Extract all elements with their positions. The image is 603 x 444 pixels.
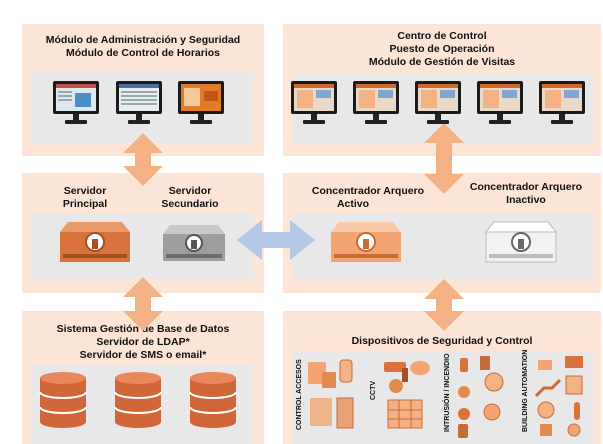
database-title-line2: Servidor de LDAP* <box>96 336 190 348</box>
alarm-panel-icon <box>480 356 490 370</box>
light-bulb-icon <box>537 401 555 419</box>
control-title-line3: Módulo de Gestión de Visitas <box>368 56 516 68</box>
intrusion-fire-group <box>458 356 504 438</box>
inactive-concentrator-label-1: Concentrador Arquero <box>469 181 583 193</box>
database-title-line3: Servidor de SMS o email* <box>79 349 207 361</box>
elevator-icon <box>565 356 583 368</box>
monitor-icon <box>539 81 585 124</box>
database-icon <box>189 372 237 428</box>
inactive-concentrator-label-2: Inactivo <box>506 194 546 206</box>
siren-icon <box>458 386 470 398</box>
thermometer-icon <box>574 402 580 420</box>
controller-icon <box>567 423 581 437</box>
card-reader-icon <box>308 362 326 384</box>
arrow-admin-servers-shape <box>123 133 163 186</box>
devices-title: Dispositivos de Seguridad y Control <box>351 335 533 347</box>
turnstile-icon <box>310 398 332 426</box>
escalator-icon <box>534 378 562 398</box>
camera-icon <box>402 368 408 382</box>
access-control-group <box>308 359 354 429</box>
video-recorder-icon <box>387 399 423 429</box>
monitor-icon <box>116 81 162 124</box>
monitor-icon <box>53 81 99 124</box>
camera-icon <box>384 362 406 372</box>
secondary-server-label-1: Servidor <box>168 185 212 197</box>
control-title-line1: Centro de Control <box>397 30 487 42</box>
extinguisher-icon <box>458 424 468 438</box>
sensor-icon <box>460 358 468 372</box>
arrow-concentrators-devices-shape <box>424 279 464 331</box>
admin-title-line2: Módulo de Control de Horarios <box>66 47 220 59</box>
monitor-icon <box>415 81 461 124</box>
control-title-line2: Puesto de Operación <box>389 43 495 55</box>
detector-icon <box>483 403 501 421</box>
database-icon <box>114 372 162 428</box>
active-concentrator-label-2: Activo <box>336 198 370 210</box>
lighting-panel-icon <box>565 375 583 395</box>
monitor-icon <box>353 81 399 124</box>
valve-icon <box>540 424 552 436</box>
primary-server-label-1: Servidor <box>63 185 107 197</box>
dome-camera-icon <box>410 361 430 375</box>
arrow-servers-concentrators-shape <box>237 220 315 260</box>
building-automation-group <box>534 356 583 437</box>
database-icon <box>39 372 87 428</box>
secondary-server-label-2: Secundario <box>161 198 219 210</box>
active-concentrator-icon <box>331 222 401 262</box>
arrow-servers-database-shape <box>123 277 163 331</box>
door-icon <box>336 397 354 429</box>
fire-alarm-icon <box>458 408 470 420</box>
dome-camera-icon <box>389 379 403 393</box>
reader-icon <box>339 359 353 383</box>
keypad-icon <box>322 372 336 388</box>
arrow-control-concentrators-shape <box>424 123 464 194</box>
primary-server-label-2: Principal <box>62 198 108 210</box>
hvac-icon <box>538 360 552 370</box>
secondary-server-icon <box>163 225 225 261</box>
monitor-icon <box>178 81 224 124</box>
primary-server-icon <box>60 222 130 262</box>
monitor-icon <box>291 81 337 124</box>
inactive-concentrator-icon <box>484 221 558 263</box>
admin-title-line1: Módulo de Administración y Seguridad <box>45 34 241 46</box>
cctv-group <box>384 361 430 429</box>
smoke-detector-icon <box>484 372 504 392</box>
active-concentrator-label-1: Concentrador Arquero <box>311 185 425 197</box>
monitor-icon <box>477 81 523 124</box>
